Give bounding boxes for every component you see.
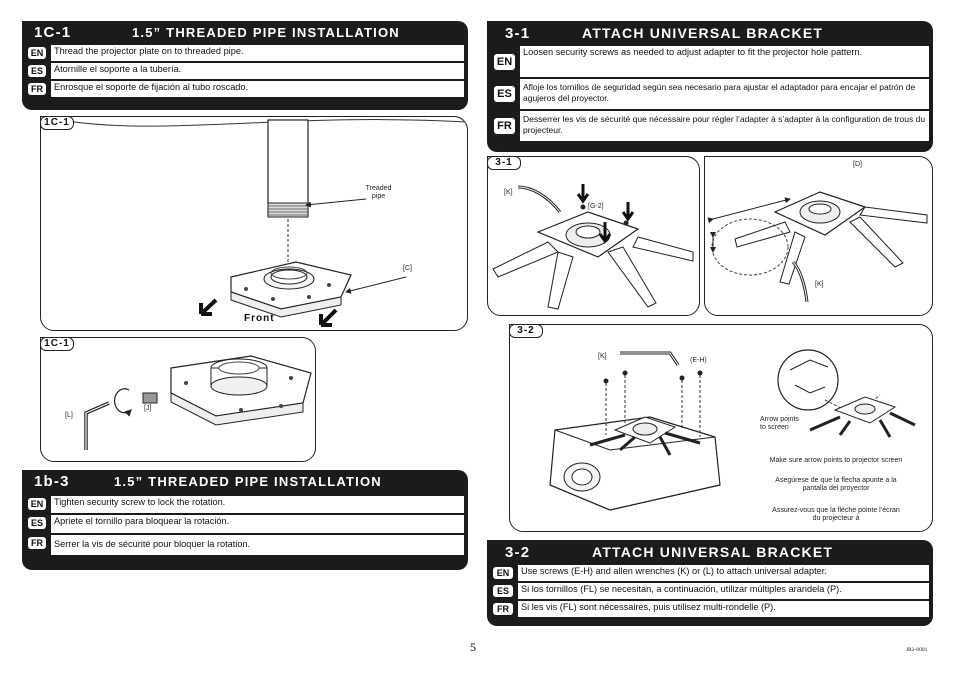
instruction-row-fr: FR Desserrer les vis de sécurité que néc…: [494, 110, 930, 142]
step-number: 3-2: [505, 543, 531, 561]
instruction-text: Afloje los tornillos de seguridad según …: [519, 78, 930, 110]
attach-adapter-illustration: [549, 349, 916, 511]
instruction-text: Use screws (E-H) and allen wrenches (K) …: [517, 564, 930, 582]
step-number: 3-1: [505, 24, 531, 42]
figure-security-screw: 1C-1 [L] [J]: [40, 337, 316, 462]
lang-badge: FR: [28, 537, 46, 549]
instruction-row-es: ES Afloje los tornillos de seguridad seg…: [494, 78, 930, 110]
instruction-text: Desserrer les vis de sécurité que nécess…: [519, 110, 930, 142]
instruction-text: Serrer la vis de sécurité pour bloquer l…: [50, 534, 465, 556]
instruction-row-fr: FR Serrer la vis de sécurité pour bloque…: [28, 534, 465, 556]
section-header: 3-1 ATTACH UNIVERSAL BRACKET: [487, 21, 933, 45]
section-header: 1C-1 1.5” THREADED PIPE INSTALLATION: [22, 21, 468, 43]
section-1b3-instructions: 1b-3 1.5” THREADED PIPE INSTALLATION EN …: [22, 470, 468, 570]
part-k-label: [K]: [598, 353, 607, 360]
instruction-text: Apriete el tornillo para bloquear la rot…: [50, 514, 465, 534]
section-title: ATTACH UNIVERSAL BRACKET: [592, 544, 834, 560]
part-c-label: [C]: [403, 265, 412, 272]
figure-bracket-screws: 3-1 [K] [G-2]: [487, 156, 700, 316]
instruction-row-es: ES Atornille el soporte a la tubería.: [28, 62, 465, 80]
figure-tag: 1C-1: [41, 338, 74, 351]
instruction-row-es: ES Si los tornillos (FL) se necesitan, a…: [493, 582, 930, 600]
instruction-text: Si los tornillos (FL) se necesitan, a co…: [517, 582, 930, 600]
instruction-row-es: ES Apriete el tornillo para bloquear la …: [28, 514, 465, 534]
part-g2-label: [G-2]: [588, 203, 604, 210]
page-number: 5: [470, 640, 476, 654]
section-3-1-instructions: 3-1 ATTACH UNIVERSAL BRACKET EN Loosen s…: [487, 21, 933, 152]
instruction-text: Tighten security screw to lock the rotat…: [50, 495, 465, 514]
pipe-plate-illustration: [60, 119, 467, 327]
instruction-text: Loosen security screws as needed to adju…: [519, 45, 930, 78]
bracket-screws-illustration: [492, 184, 694, 310]
part-l-label: [L]: [65, 412, 73, 419]
step-number: 1b-3: [34, 472, 70, 490]
instruction-row-en: EN Loosen security screws as needed to a…: [494, 45, 930, 78]
note-fr: Assurez-vous que la flèche pointe l’écra…: [772, 507, 900, 522]
figure-tag: 3-1: [488, 157, 521, 170]
lang-badge: ES: [28, 517, 46, 529]
instruction-row-en: EN Thread the projector plate on to thre…: [28, 44, 465, 62]
lang-badge: EN: [493, 567, 513, 579]
figure-tag: 3-2: [510, 325, 543, 338]
figure-attach-adapter: 3-2 [K] (E-H) Arrow points to screen Mak…: [509, 324, 933, 532]
figure-bracket-adjust: [D] [K]: [704, 156, 933, 316]
lang-badge: EN: [28, 498, 46, 510]
figure-tag: 1C-1: [41, 117, 74, 130]
bracket-adjust-illustration: [707, 191, 928, 303]
figure-pipe-plate: 1C-1 Treaded pipe [C] Front: [40, 116, 468, 331]
section-header: 3-2 ATTACH UNIVERSAL BRACKET: [487, 540, 933, 564]
section-title: 1.5” THREADED PIPE INSTALLATION: [114, 473, 382, 489]
instruction-text: Enrosque el soporte de fijación al tubo …: [50, 80, 465, 98]
note-es: Asegúrese de que la flecha apunte a la p…: [775, 477, 897, 492]
lang-badge: ES: [28, 65, 46, 77]
instruction-row-fr: FR Enrosque el soporte de fijación al tu…: [28, 80, 465, 98]
arrow-points-label: Arrow points to screen: [760, 416, 799, 431]
part-k-label: [K]: [815, 281, 824, 288]
lang-badge: ES: [494, 86, 515, 102]
section-1c1-instructions: 1C-1 1.5” THREADED PIPE INSTALLATION EN …: [22, 21, 468, 110]
instruction-row-en: EN Use screws (E-H) and allen wrenches (…: [493, 564, 930, 582]
instruction-text: Thread the projector plate on to threade…: [50, 44, 465, 62]
part-k-label: [K]: [504, 189, 513, 196]
threaded-pipe-label: Treaded pipe: [365, 185, 392, 200]
lang-badge: ES: [493, 585, 513, 597]
note-en: Make sure arrow points to projector scre…: [769, 457, 903, 464]
lang-badge: EN: [28, 47, 46, 59]
security-screw-illustration: [84, 355, 312, 450]
instruction-text: Si les vis (FL) sont nécessaires, puis u…: [517, 600, 930, 618]
part-eh-label: (E-H): [690, 357, 707, 364]
lang-badge: FR: [493, 603, 513, 615]
lang-badge: EN: [494, 54, 515, 70]
section-header: 1b-3 1.5” THREADED PIPE INSTALLATION: [22, 470, 468, 492]
lang-badge: FR: [28, 83, 46, 95]
part-j-label: [J]: [144, 405, 152, 412]
section-title: ATTACH UNIVERSAL BRACKET: [582, 25, 824, 41]
instruction-row-fr: FR Si les vis (FL) sont nécessaires, pui…: [493, 600, 930, 618]
document-code: JR2-0001: [906, 647, 928, 653]
instruction-row-en: EN Tighten security screw to lock the ro…: [28, 495, 465, 514]
part-d-label: [D]: [853, 161, 862, 168]
section-3-2-instructions: 3-2 ATTACH UNIVERSAL BRACKET EN Use scre…: [487, 540, 933, 626]
step-number: 1C-1: [34, 23, 72, 41]
lang-badge: FR: [494, 118, 515, 134]
front-label: Front: [244, 313, 275, 324]
instruction-text: Atornille el soporte a la tubería.: [50, 62, 465, 80]
section-title: 1.5” THREADED PIPE INSTALLATION: [132, 24, 400, 40]
